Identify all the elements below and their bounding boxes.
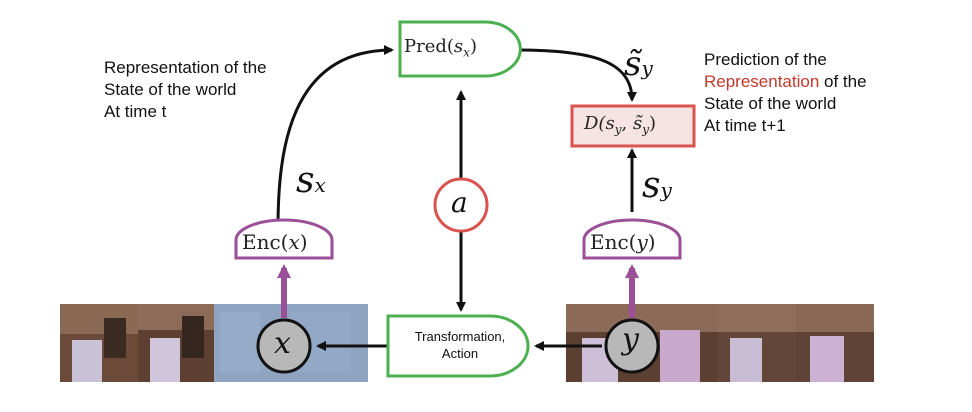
pred-sub: x bbox=[463, 45, 470, 60]
action-node-label: a bbox=[451, 186, 468, 219]
left-caption-line-1: Representation of the bbox=[104, 58, 267, 77]
right-caption-line-1: Prediction of the bbox=[704, 50, 827, 69]
y-node-shape bbox=[604, 318, 660, 374]
sy-tilde-var: s̃ bbox=[624, 44, 642, 84]
x-node-shape bbox=[256, 318, 312, 374]
dist-sub2: y bbox=[642, 122, 649, 137]
dist-sub1: y bbox=[614, 122, 622, 137]
dist-sep: , bbox=[621, 113, 633, 134]
distance-node-label: D(sy, s̃y) bbox=[584, 113, 656, 137]
enc-y-fn: Enc( bbox=[590, 230, 637, 254]
enc-x-fn: Enc( bbox=[242, 230, 289, 254]
enc-x-to-pred-arrow bbox=[276, 45, 394, 229]
transform-node-label: Transformation, Action bbox=[400, 328, 520, 362]
sy-sub: y bbox=[660, 178, 672, 202]
right-caption-line-4: At time t+1 bbox=[704, 116, 786, 135]
pred-close: ) bbox=[469, 36, 477, 57]
pred-node-shape bbox=[398, 20, 522, 78]
sy-tilde-sub: y bbox=[641, 56, 653, 80]
enc-y-var: y bbox=[636, 230, 648, 254]
right-caption-line-3: State of the world bbox=[704, 94, 837, 113]
enc-x-node-shape bbox=[234, 218, 334, 260]
sy-tilde-label: s̃y bbox=[624, 44, 653, 84]
right-caption: Prediction of the Representation of the … bbox=[704, 49, 867, 137]
sy-var: s bbox=[642, 165, 661, 206]
enc-y-node-label: Enc(y) bbox=[590, 230, 656, 254]
sy-label: sy bbox=[642, 165, 672, 206]
dist-close: ) bbox=[648, 113, 657, 134]
sx-var: s bbox=[296, 160, 315, 201]
transform-line-1: Transformation, bbox=[414, 329, 506, 344]
representation-highlight: Representation bbox=[704, 72, 820, 91]
enc-y-node-shape bbox=[582, 218, 682, 260]
left-caption-line-2: State of the world bbox=[104, 80, 237, 99]
x-node-label: x bbox=[274, 326, 291, 361]
dist-var1: s bbox=[605, 113, 615, 134]
dist-var2: s̃ bbox=[632, 113, 643, 134]
video-frames-left bbox=[60, 304, 368, 382]
y-node-label: y bbox=[622, 322, 639, 357]
enc-x-close: ) bbox=[299, 230, 308, 254]
right-caption-line-2: Representation of the bbox=[704, 71, 867, 93]
transform-line-2: Action bbox=[441, 346, 479, 361]
enc-y-close: ) bbox=[647, 230, 656, 254]
pred-node-label: Pred(sx) bbox=[404, 36, 477, 60]
dist-fn: D( bbox=[584, 113, 606, 134]
left-caption-line-3: At time t bbox=[104, 102, 167, 121]
action-node-shape bbox=[433, 177, 489, 233]
enc-x-var: x bbox=[288, 230, 300, 254]
enc-x-node-label: Enc(x) bbox=[242, 230, 308, 254]
distance-node-shape bbox=[570, 104, 696, 148]
right-caption-line-2-rest: of the bbox=[819, 72, 867, 91]
left-caption: Representation of the State of the world… bbox=[104, 57, 267, 123]
pred-var: s bbox=[453, 36, 464, 57]
sx-label: sx bbox=[296, 160, 326, 201]
transform-node-shape bbox=[386, 314, 530, 378]
sx-sub: x bbox=[314, 173, 326, 197]
pred-to-dist-arrow bbox=[515, 48, 637, 102]
pred-fn: Pred( bbox=[404, 36, 454, 57]
